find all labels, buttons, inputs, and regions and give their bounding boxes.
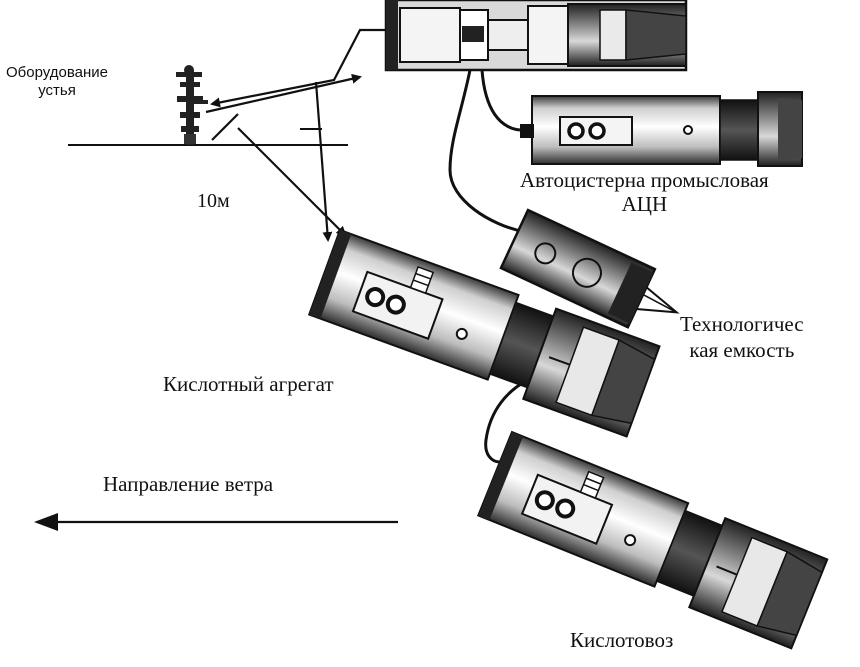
tank-label-line1: Технологичес (680, 312, 804, 336)
acid-unit-label: Кислотный агрегат (163, 372, 334, 396)
wellhead-equipment-icon (176, 65, 208, 145)
wellhead-label: Оборудование устья (6, 64, 108, 100)
tank-label-line2: кая емкость (689, 338, 795, 362)
tank-label: Технологичес кая емкость (680, 311, 804, 363)
wind-direction-arrow (34, 513, 398, 531)
wellhead-label-line2: устья (38, 82, 76, 99)
tanker-label: Автоцистерна промысловая АЦН (520, 168, 769, 216)
pump-unit-icon (384, 0, 688, 72)
wind-direction-label: Направление ветра (103, 472, 274, 496)
tanker-label-line2: АЦН (621, 192, 668, 216)
acid-carrier-truck-icon (474, 430, 830, 651)
hose-lines (448, 69, 529, 464)
technological-tank-icon (499, 208, 680, 329)
connection-lines (205, 28, 385, 242)
distance-label: 10м (197, 190, 230, 212)
acid-carrier-label: Кислотовоз (570, 628, 674, 652)
wellhead-label-line1: Оборудование (6, 64, 109, 81)
field-tanker-truck-icon (520, 91, 803, 167)
tanker-label-line1: Автоцистерна промысловая (520, 168, 769, 192)
